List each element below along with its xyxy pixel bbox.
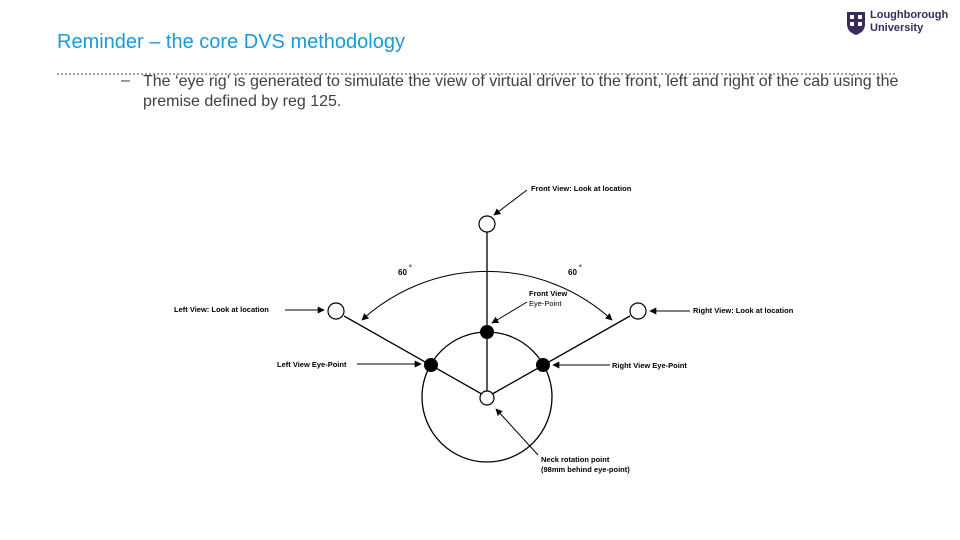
logo-text: Loughborough University — [870, 9, 948, 35]
angle-left-label: 60 — [398, 268, 407, 277]
right-look-point — [629, 302, 647, 320]
front-look-point — [478, 215, 496, 233]
neck-label-line-2: (98mm behind eye-point) — [541, 465, 630, 474]
university-logo: Loughborough University — [845, 9, 955, 39]
logo-line-2: University — [870, 22, 924, 34]
neck-label-line-1: Neck rotation point — [541, 455, 610, 464]
front-look-pointer — [493, 189, 528, 216]
neck-rotation-point — [479, 390, 495, 406]
left-eye-label: Left View Eye-Point — [277, 360, 347, 369]
angle-right-degree: ° — [579, 264, 582, 272]
front-eye-label-line-1: Front View — [529, 289, 567, 298]
angle-left-degree: ° — [409, 264, 412, 272]
right-eye-point — [536, 358, 550, 372]
logo-line-1: Loughborough — [870, 9, 949, 21]
right-ray — [486, 315, 631, 398]
bullet-marker: – — [121, 72, 130, 89]
front-eye-pointer — [491, 301, 528, 324]
slide-title: Reminder – the core DVS methodology — [57, 31, 405, 53]
right-look-label: Right View: Look at location — [693, 306, 794, 315]
angle-right-label: 60 — [568, 268, 577, 277]
left-eye-point — [424, 358, 438, 372]
right-eye-label: Right View Eye-Point — [612, 361, 687, 370]
left-look-label: Left View: Look at location — [174, 305, 269, 314]
bullet-text: The ‘eye rig’ is generated to simulate t… — [143, 73, 899, 110]
front-look-label: Front View: Look at location — [531, 184, 632, 193]
front-eye-label-line-2: Eye-Point — [529, 299, 562, 308]
title-divider — [57, 73, 895, 75]
crest-icon — [847, 12, 865, 35]
neck-pointer — [495, 408, 539, 456]
left-ray — [343, 315, 488, 398]
left-look-point — [327, 302, 345, 320]
front-eye-point — [480, 325, 494, 339]
